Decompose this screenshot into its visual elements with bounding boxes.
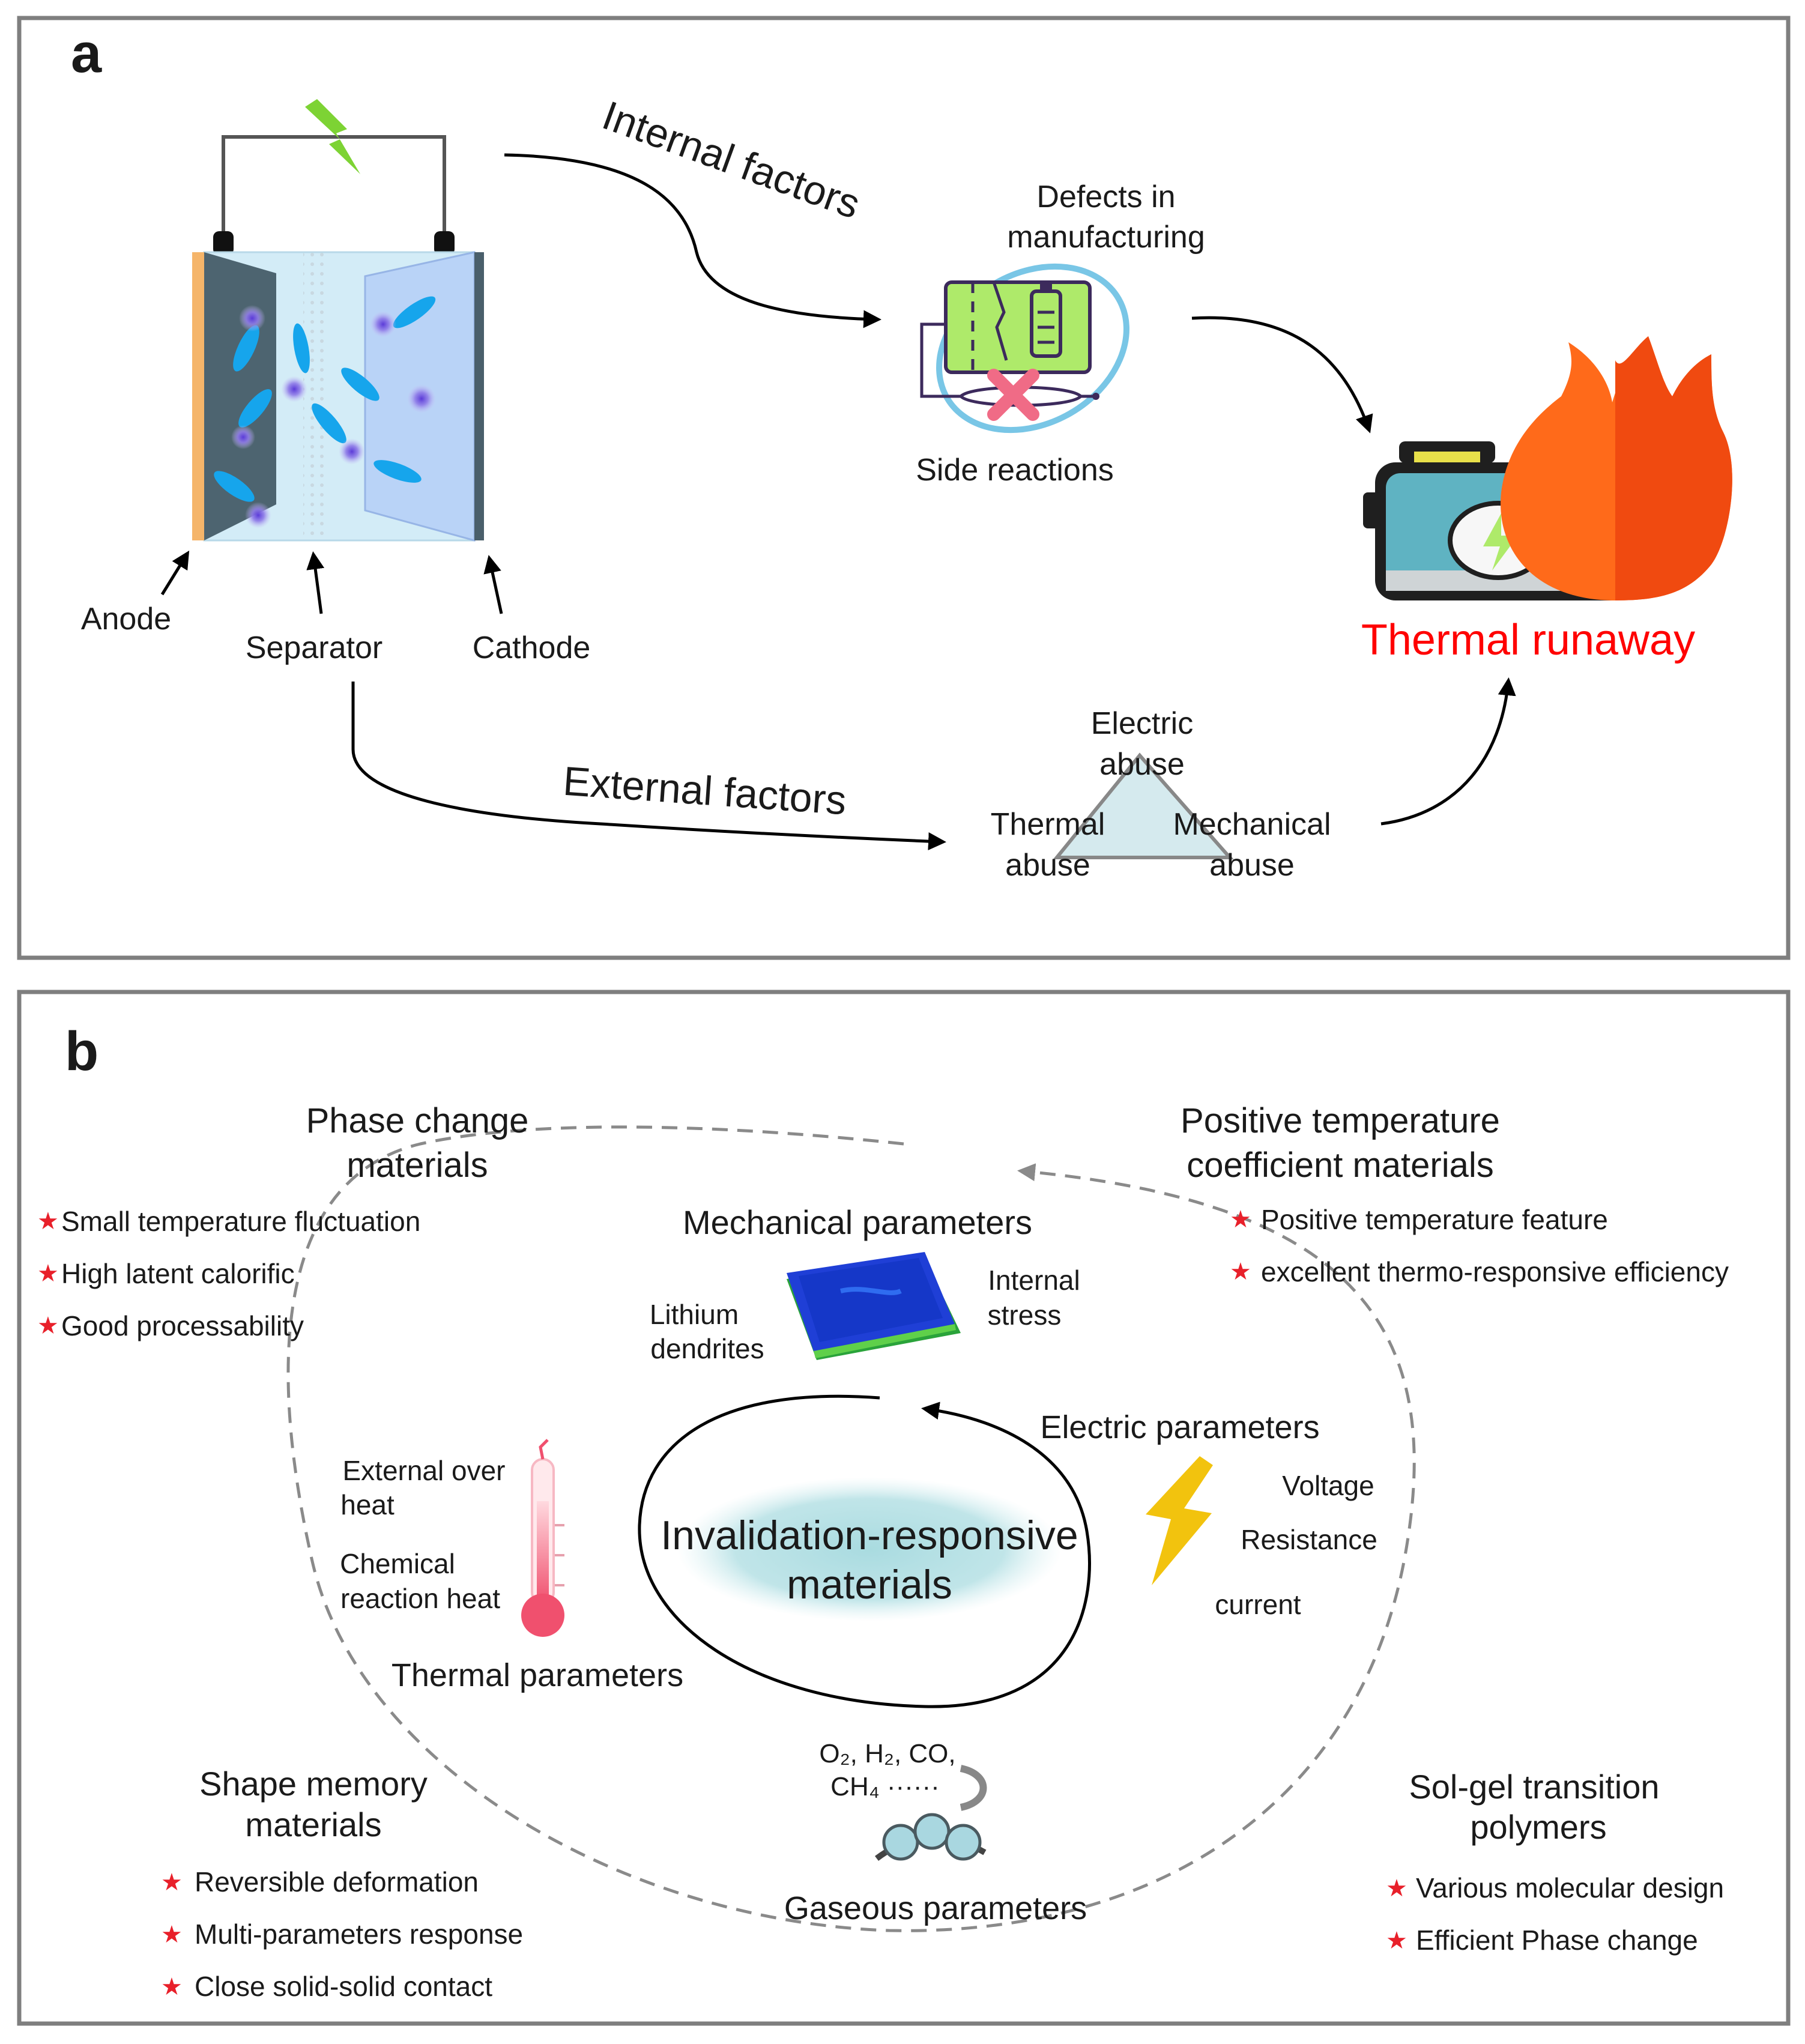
defects-label-line1: Defects in — [1036, 180, 1175, 214]
external-overheat-line1: External over — [342, 1455, 505, 1486]
phase-change-title-line2: materials — [346, 1146, 488, 1185]
cathode-collector — [474, 252, 484, 540]
abuse-triangle — [1053, 752, 1234, 859]
chemical-heat-line1: Chemical — [340, 1548, 455, 1579]
list-item: Reversible deformation — [195, 1866, 479, 1897]
panel-b-frame — [17, 990, 1791, 2026]
mechanical-abuse-line1: Mechanical — [1173, 807, 1331, 842]
center-label-line1: Invalidation-responsive — [661, 1513, 1078, 1558]
star-icon: ★ — [1230, 1206, 1251, 1233]
star-icon: ★ — [1386, 1928, 1407, 1954]
panel-a-letter: a — [71, 23, 102, 84]
list-item: Positive temperature feature — [1261, 1204, 1608, 1235]
star-icon: ★ — [161, 1974, 183, 2000]
thermal-abuse-line2: abuse — [1005, 848, 1090, 883]
list-item: Small temperature fluctuation — [61, 1206, 420, 1237]
sol-gel-title-line1: Sol-gel transition — [1409, 1768, 1659, 1806]
list-item: Various molecular design — [1416, 1872, 1724, 1903]
star-icon: ★ — [37, 1260, 59, 1287]
external-overheat-line2: heat — [340, 1489, 395, 1520]
thermometer-icon — [521, 1439, 564, 1637]
phase-change-title-line1: Phase change — [306, 1101, 529, 1140]
sol-gel-title-line2: polymers — [1470, 1808, 1606, 1846]
phase-change-list: ★ Small temperature fluctuation ★ High l… — [37, 1206, 420, 1341]
defects-label-line2: manufacturing — [1007, 220, 1205, 255]
lightning-icon — [305, 99, 360, 174]
electric-abuse-line2: abuse — [1099, 747, 1185, 782]
electrons — [231, 305, 436, 528]
external-factors-arrow — [351, 682, 946, 850]
external-factors-label: External factors — [561, 758, 848, 824]
thermal-runaway-label: Thermal runaway — [1361, 616, 1695, 664]
side-reactions-label: Side reactions — [916, 453, 1114, 488]
resistance-label: Resistance — [1241, 1524, 1377, 1555]
anode-collector — [192, 252, 204, 540]
list-item: Efficient Phase change — [1416, 1925, 1698, 1956]
internal-stress-line2: stress — [988, 1299, 1062, 1331]
internal-defects-icon — [920, 263, 1129, 434]
voltage-label: Voltage — [1282, 1470, 1374, 1501]
separator-label: Separator — [246, 630, 382, 665]
separator-membrane — [303, 252, 325, 540]
mechanical-parameters-title: Mechanical parameters — [683, 1203, 1032, 1241]
center-label-line2: materials — [787, 1562, 952, 1607]
star-icon: ★ — [161, 1869, 183, 1896]
anode-label: Anode — [81, 602, 171, 636]
thermal-parameters-title: Thermal parameters — [392, 1657, 683, 1693]
lithium-dendrites-line2: dendrites — [650, 1333, 764, 1364]
gaseous-parameters-title: Gaseous parameters — [784, 1890, 1087, 1926]
stress-simulation-icon — [787, 1252, 961, 1360]
panel-b-letter: b — [65, 1021, 98, 1082]
electric-parameters-title: Electric parameters — [1040, 1409, 1319, 1445]
list-item: Close solid-solid contact — [195, 1971, 492, 2002]
ptc-title-line2: coefficient materials — [1187, 1146, 1494, 1185]
cathode-label: Cathode — [473, 630, 591, 665]
chemical-heat-line2: reaction heat — [340, 1583, 500, 1614]
star-icon: ★ — [161, 1922, 183, 1948]
defects-to-runaway-arrow — [1191, 316, 1373, 434]
gas-formula-line1: O₂, H₂, CO, — [819, 1739, 955, 1768]
inner-cycle-ellipse — [638, 1394, 1091, 1708]
internal-factors-arrow — [504, 153, 881, 328]
abuse-to-runaway-arrow — [1380, 677, 1516, 826]
list-item: Good processability — [61, 1310, 304, 1341]
outer-cycle-dashed-ellipse — [286, 1125, 1416, 1932]
star-icon: ★ — [1230, 1259, 1251, 1285]
anode-pointer — [160, 550, 190, 596]
list-item: excellent thermo-responsive efficiency — [1261, 1256, 1729, 1287]
lithium-dendrites-line1: Lithium — [650, 1299, 739, 1330]
panel-a-frame — [17, 16, 1791, 960]
internal-stress-line1: Internal — [988, 1265, 1080, 1296]
ptc-list: ★ Positive temperature feature ★ excelle… — [1230, 1204, 1729, 1287]
ptc-title-line1: Positive temperature — [1181, 1101, 1500, 1140]
gas-formula-line2: CH₄ ······ — [830, 1772, 940, 1801]
sol-gel-list: ★ Various molecular design ★ Efficient P… — [1386, 1872, 1724, 1956]
separator-pointer — [306, 551, 325, 614]
center-glow — [677, 1477, 1062, 1621]
lithium-ions — [214, 296, 436, 502]
shape-memory-title-line2: materials — [245, 1806, 381, 1843]
thermal-runaway-icon — [1363, 336, 1732, 600]
star-icon: ★ — [37, 1208, 59, 1235]
list-item: High latent calorific — [61, 1258, 295, 1289]
star-icon: ★ — [1386, 1875, 1407, 1902]
internal-factors-label: Internal factors — [597, 92, 866, 228]
shape-memory-title-line1: Shape memory — [199, 1765, 428, 1803]
lightning-icon — [1146, 1456, 1213, 1585]
list-item: Multi-parameters response — [195, 1919, 523, 1950]
electric-abuse-line1: Electric — [1091, 706, 1193, 741]
star-icon: ★ — [37, 1313, 59, 1339]
thermal-abuse-line1: Thermal — [991, 807, 1105, 842]
mechanical-abuse-line2: abuse — [1209, 848, 1295, 883]
cathode-pointer — [483, 555, 503, 614]
battery-cell — [192, 99, 484, 542]
shape-memory-list: ★ Reversible deformation ★ Multi-paramet… — [161, 1866, 523, 2002]
current-label: current — [1215, 1589, 1301, 1620]
gas-adsorption-icon — [875, 1765, 987, 1861]
